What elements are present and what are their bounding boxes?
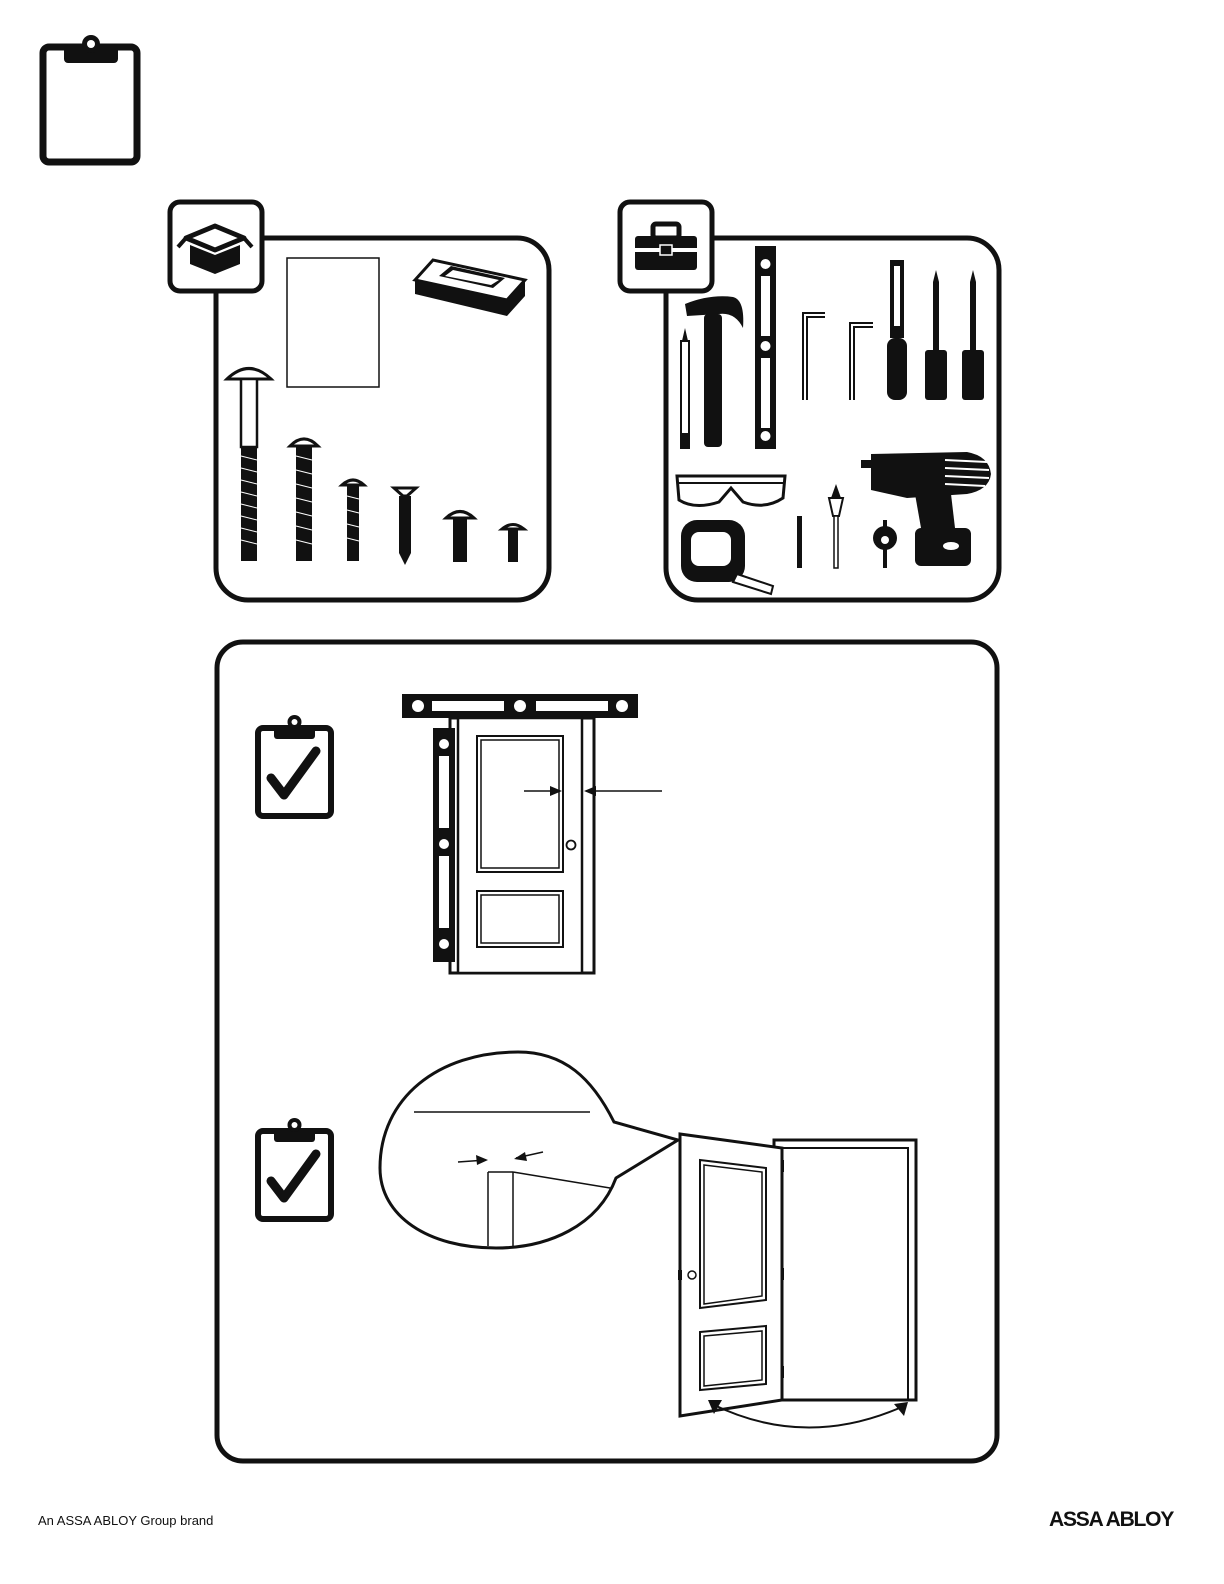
clipboard-icon <box>38 32 144 168</box>
pencil <box>681 328 689 448</box>
drill-bit <box>797 516 802 568</box>
clipboard-check-icon <box>254 711 336 821</box>
clipboard-check-icon <box>254 1114 336 1224</box>
level <box>755 246 776 449</box>
door-level-illustration <box>398 690 668 980</box>
instruction-sheet <box>287 258 379 387</box>
chisel <box>887 260 907 400</box>
door-clearance-illustration <box>378 1048 922 1438</box>
tools-panel <box>615 198 1007 608</box>
assa-abloy-logo: ASSA ABLOY <box>1049 1508 1173 1532</box>
footer-brand-line: An ASSA ABLOY Group brand <box>38 1513 213 1528</box>
parts-panel <box>165 198 557 608</box>
